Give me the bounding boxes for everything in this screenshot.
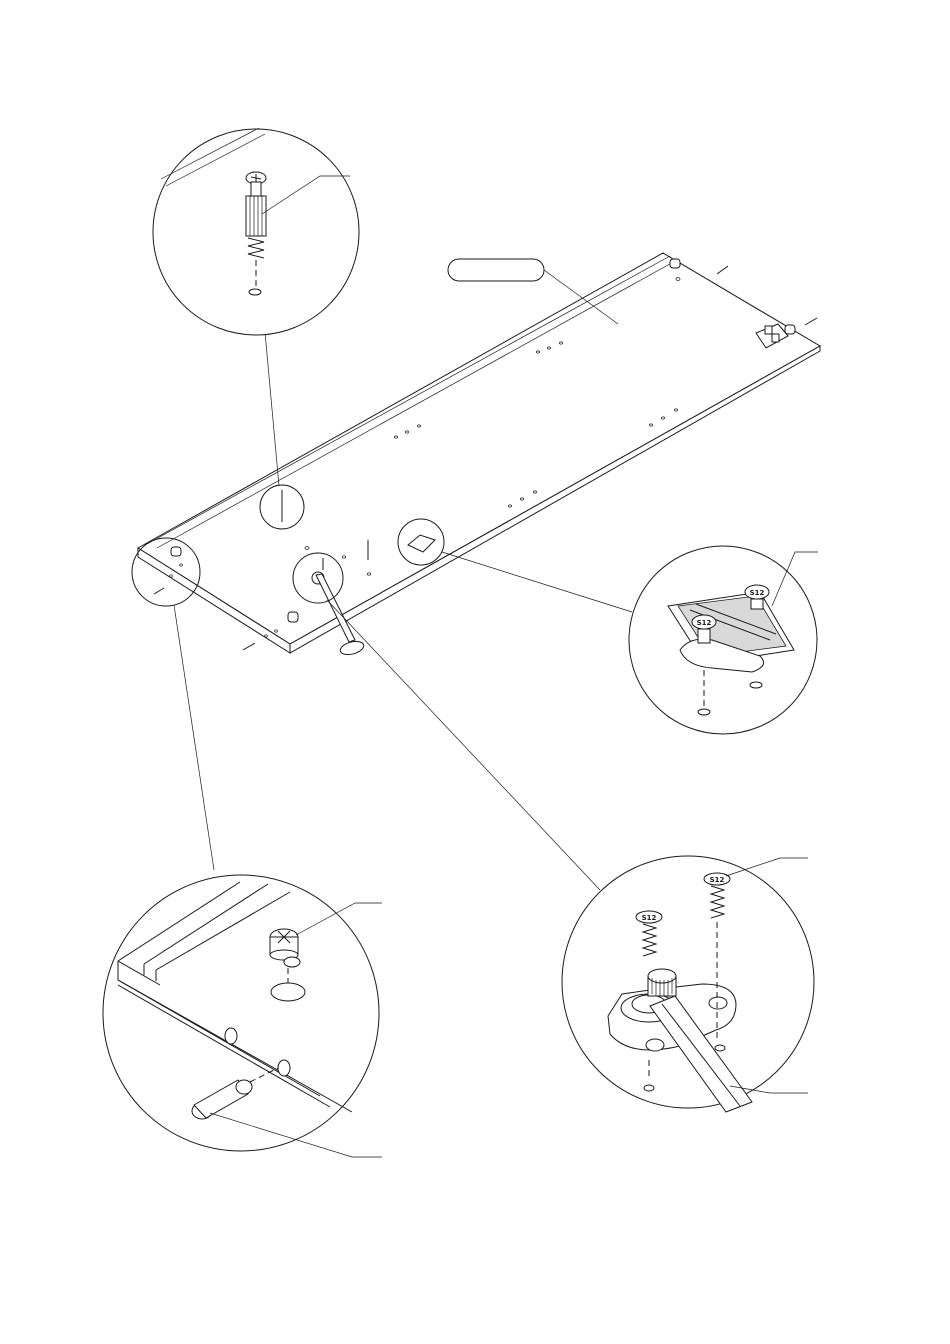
screw-label: S12 — [710, 876, 725, 884]
part-label-pill — [448, 259, 544, 281]
detail-hinge: S12 S12 — [629, 546, 818, 734]
screw-label: S12 — [697, 619, 712, 627]
detail-lid-stay: S12 S12 — [562, 856, 814, 1112]
detail-screw-dowel — [153, 128, 359, 335]
screw-label: S12 — [642, 914, 657, 922]
screw-label: S12 — [750, 589, 765, 597]
detail-cam-lock — [103, 875, 382, 1157]
